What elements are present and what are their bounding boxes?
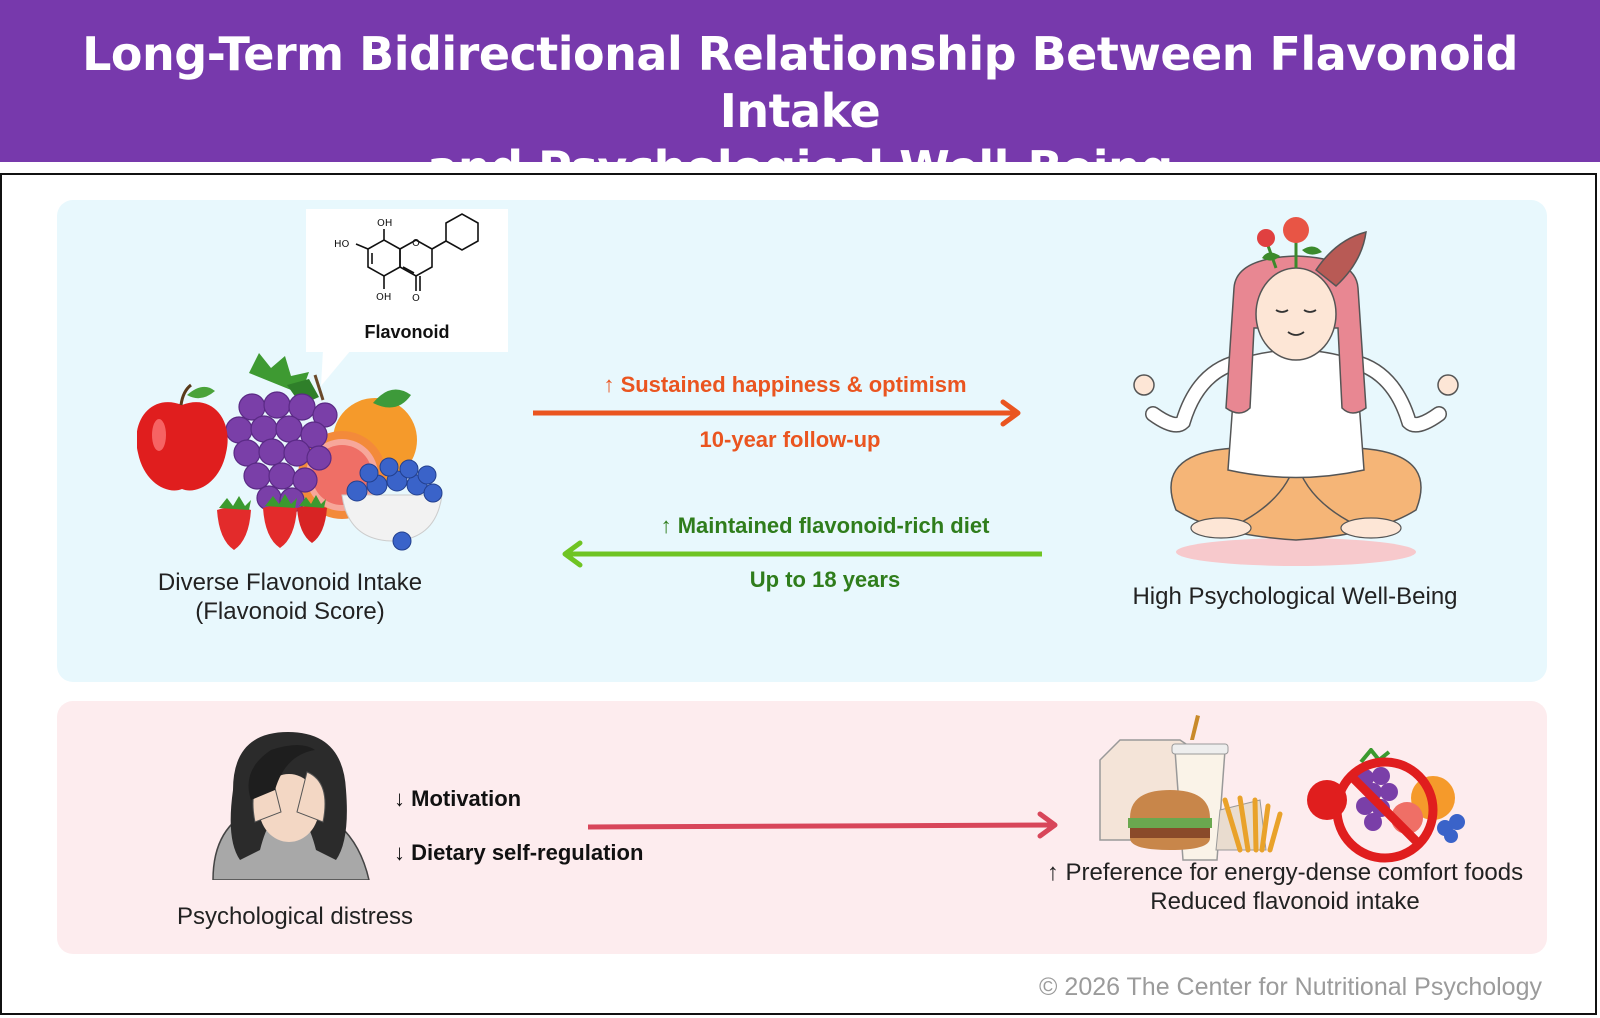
well-being-caption: High Psychological Well-Being [1132,583,1458,610]
meditating-woman-icon [1133,217,1459,566]
backward-arrow-label-above: ↑ Maintained flavonoid-rich diet [660,513,990,538]
forward-arrow-label-below: 10-year follow-up [699,427,881,452]
distress-arrow [588,811,1058,839]
backward-arrow-label-below: Up to 18 years [749,567,901,592]
fruit-basket-icon [137,353,443,551]
flavonoid-label: Flavonoid [364,322,450,342]
diagram-frame [0,173,1597,1015]
molecule-label: O [412,238,420,249]
effect-self-regulation: ↓ Dietary self-regulation [394,840,644,865]
copyright-notice: © 2026 The Center for Nutritional Psycho… [1039,973,1542,1001]
flavonoid-intake-caption: Diverse Flavonoid Intake (Flavonoid Scor… [110,568,470,626]
junk-food-icon [1099,715,1283,861]
flavonoid-callout: OH HO OH O O Flavonoid [306,209,508,352]
comfort-food-caption: ↑ Preference for energy-dense comfort fo… [985,858,1585,916]
distressed-person-icon [212,732,370,880]
no-fruit-icon [1307,748,1465,863]
header-banner: Long-Term Bidirectional Relationship Bet… [0,0,1600,195]
flavonoid-molecule-icon: OH HO OH O O [334,213,479,304]
backward-arrow [562,540,1042,568]
page-title: Long-Term Bidirectional Relationship Bet… [0,0,1600,197]
molecule-label: O [412,293,420,304]
molecule-label: HO [334,239,350,250]
caption-line-2: (Flavonoid Score) [195,598,385,625]
molecule-label: OH [377,218,392,229]
molecule-label: OH [376,292,391,303]
forward-arrow [533,399,1021,427]
distress-caption: Psychological distress [176,903,414,930]
effect-motivation: ↓ Motivation [394,786,522,811]
forward-arrow-label-above: ↑ Sustained happiness & optimism [603,372,967,397]
callout-pointer [321,350,351,386]
caption-line-2: Reduced flavonoid intake [1150,888,1420,915]
caption-line-1: ↑ Preference for energy-dense comfort fo… [1046,859,1524,886]
title-line-2: and Psychological Well-Being [427,141,1173,195]
title-line-1: Long-Term Bidirectional Relationship Bet… [82,27,1518,138]
caption-line-1: Diverse Flavonoid Intake [157,569,423,596]
